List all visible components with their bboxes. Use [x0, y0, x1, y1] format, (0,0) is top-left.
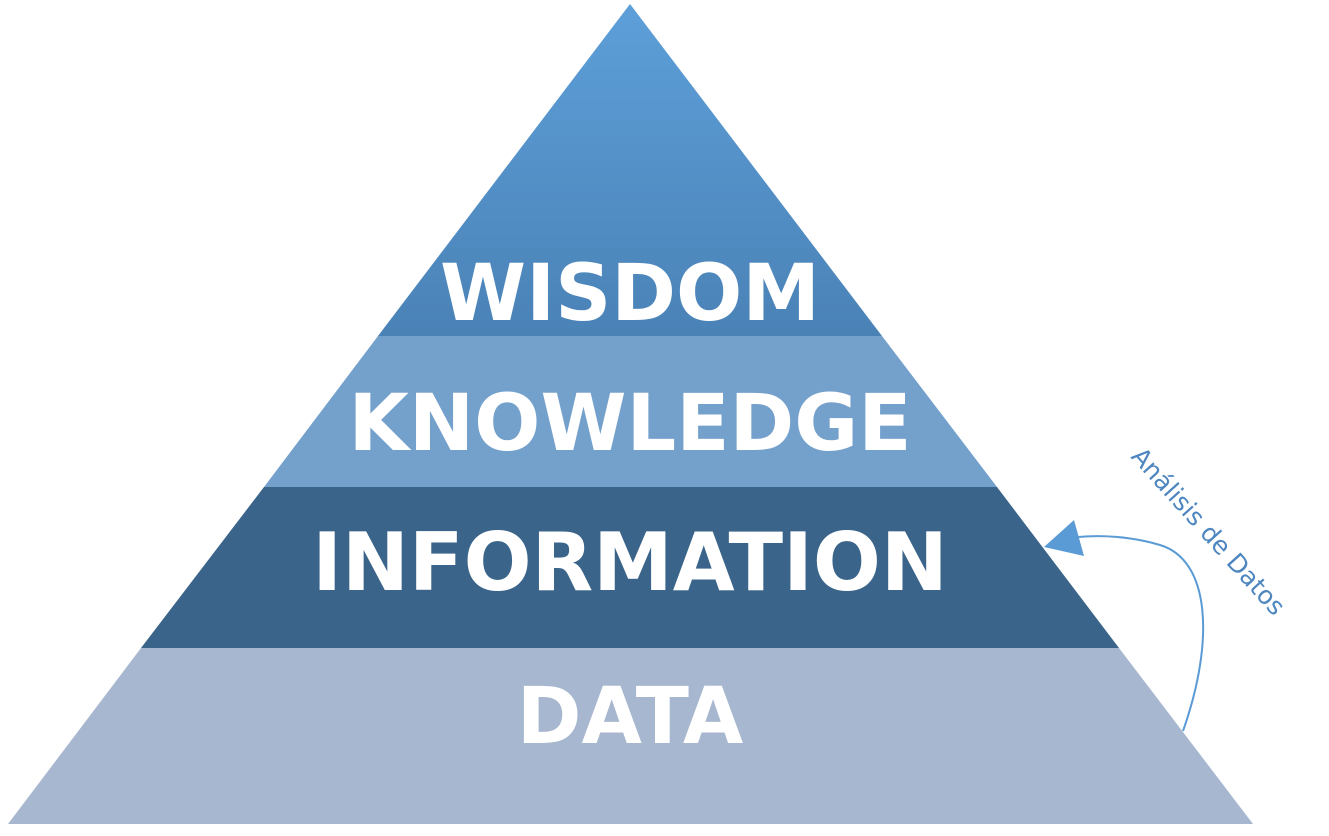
analysis-arrowhead-icon	[1044, 520, 1084, 556]
pyramid-level-wisdom	[378, 4, 882, 336]
wisdom-label: WISDOM	[440, 249, 820, 339]
pyramid-level-knowledge	[264, 336, 997, 487]
information-label: INFORMATION	[312, 516, 948, 609]
pyramid-level-data	[8, 648, 1253, 824]
pyramid-level-information	[141, 487, 1119, 648]
knowledge-label: KNOWLEDGE	[348, 379, 911, 469]
analysis-label: Análisis de Datos	[1126, 442, 1291, 621]
analysis-arrow-curve	[1077, 535, 1205, 732]
data-label: DATA	[517, 672, 744, 762]
